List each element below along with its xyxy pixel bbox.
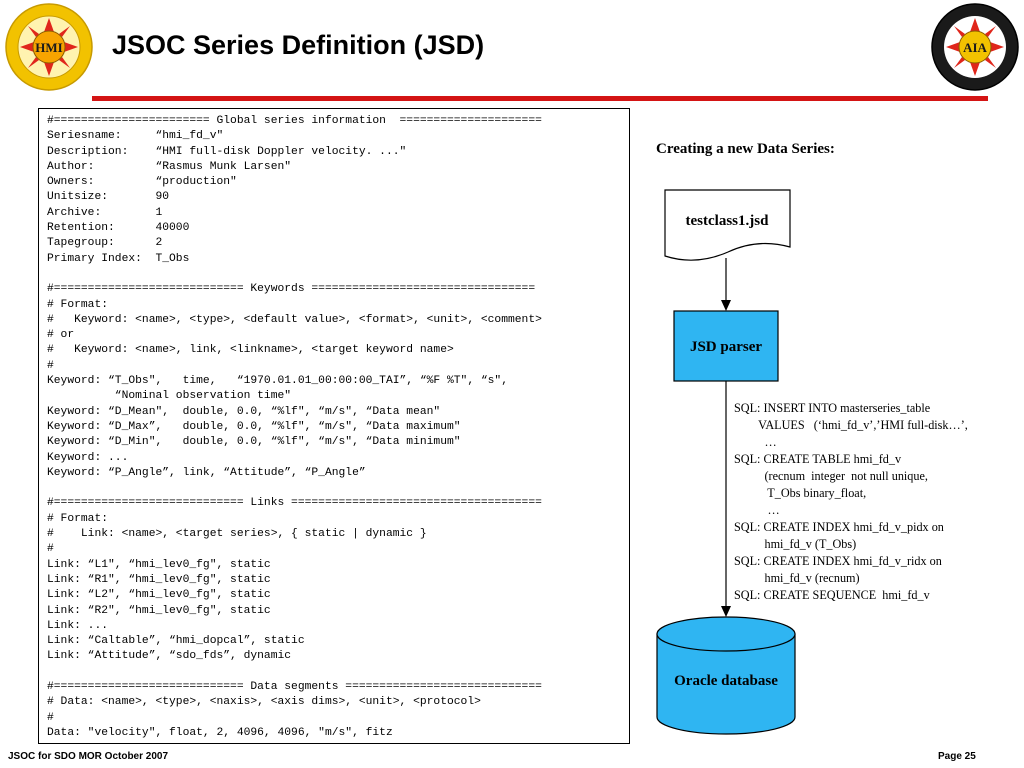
aia-logo-text: AIA: [963, 40, 987, 55]
code-line: #============================ Links ====…: [47, 497, 542, 510]
file-node-shape: [664, 189, 791, 261]
sql-line: VALUES (‘hmi_fd_v’,’HMI full-disk…’,: [734, 418, 968, 432]
code-line: #: [47, 359, 54, 372]
code-line: Owners: “production": [47, 176, 237, 189]
arrow-file-to-parser-head: [721, 300, 731, 311]
sql-line: SQL: CREATE INDEX hmi_fd_v_ridx on: [734, 554, 942, 568]
code-line: Archive: 1: [47, 206, 163, 219]
parser-node-shape: [673, 310, 779, 382]
code-line: Link: “R2", “hmi_lev0_fg", static: [47, 604, 271, 617]
code-line: [47, 267, 542, 282]
slide-title: JSOC Series Definition (JSD): [112, 30, 485, 60]
database-node-shape: [656, 633, 796, 735]
flow-diagram: testclass1.jsd JSD parser Oracle databas…: [656, 189, 796, 735]
code-line: Keyword: “D_Mean", double, 0.0, “%lf", “…: [47, 405, 441, 418]
code-line: “Nominal observation time": [47, 390, 292, 403]
code-line: Data: "velocity", float, 2, 4096, 4096, …: [47, 726, 393, 739]
sql-line: (recnum integer not null unique,: [734, 469, 928, 483]
code-line: Tapegroup: 2: [47, 237, 163, 250]
database-node-top: [656, 616, 796, 652]
parser-node-label: JSD parser: [690, 339, 762, 355]
code-line: # Format:: [47, 512, 109, 525]
hmi-logo: HMI: [5, 3, 93, 91]
code-line: #======================= Global series i…: [47, 115, 542, 127]
sql-line: SQL: CREATE SEQUENCE hmi_fd_v: [734, 588, 930, 602]
sql-line: T_Obs binary_float,: [734, 486, 867, 500]
footer-left: JSOC for SDO MOR October 2007: [8, 751, 169, 762]
jsd-code-listing: #======================= Global series i…: [47, 114, 542, 741]
code-line: # Data: <name>, <type>, <naxis>, <axis d…: [47, 696, 481, 709]
footer-page-number: Page 25: [938, 751, 976, 762]
flow-heading: Creating a new Data Series:: [656, 141, 835, 157]
code-line: #: [47, 711, 54, 724]
code-line: Seriesname: “hmi_fd_v": [47, 130, 224, 143]
jsd-code-panel: #======================= Global series i…: [38, 108, 630, 744]
code-line: Link: “L2", “hmi_lev0_fg", static: [47, 589, 271, 602]
code-line: # Keyword: <name>, link, <linkname>, <ta…: [47, 344, 454, 357]
code-line: Link: “Attitude”, “sdo_fds”, dynamic: [47, 650, 292, 663]
code-line: # Link: <name>, <target series>, { stati…: [47, 528, 427, 541]
sql-statements: SQL: INSERT INTO masterseries_table VALU…: [734, 400, 968, 604]
code-line: #============================ Keywords =…: [47, 283, 536, 296]
code-line: Primary Index: T_Obs: [47, 252, 190, 265]
code-line: Author: “Rasmus Munk Larsen": [47, 160, 292, 173]
code-line: Retention: 40000: [47, 222, 190, 235]
code-line: Keyword: “P_Angle”, link, “Attitude”, “P…: [47, 466, 366, 479]
code-line: Keyword: “D_Min", double, 0.0, “%lf", “m…: [47, 436, 461, 449]
hmi-logo-text: HMI: [35, 40, 62, 55]
code-line: Link: “L1", “hmi_lev0_fg", static: [47, 558, 271, 571]
code-line: Keyword: “T_Obs", time, “1970.01.01_00:0…: [47, 375, 508, 388]
code-line: #: [47, 543, 54, 556]
file-node-label: testclass1.jsd: [686, 213, 770, 229]
code-line: # or: [47, 329, 75, 342]
code-line: [47, 481, 542, 496]
title-divider: [92, 96, 988, 101]
sql-line: SQL: CREATE TABLE hmi_fd_v: [734, 452, 902, 466]
sql-line: …: [734, 435, 777, 449]
sql-line: hmi_fd_v (recnum): [734, 571, 860, 585]
code-line: #============================ Data segme…: [47, 680, 542, 693]
sql-line: SQL: CREATE INDEX hmi_fd_v_pidx on: [734, 520, 944, 534]
aia-logo: AIA: [931, 3, 1019, 91]
code-line: Keyword: ...: [47, 451, 129, 464]
database-node-label: Oracle database: [674, 673, 778, 689]
code-line: # Keyword: <name>, <type>, <default valu…: [47, 313, 542, 326]
sql-line: hmi_fd_v (T_Obs): [734, 537, 857, 551]
code-line: # Format:: [47, 298, 109, 311]
code-line: Unitsize: 90: [47, 191, 170, 204]
code-line: Link: “R1", “hmi_lev0_fg", static: [47, 573, 271, 586]
sql-line: …: [734, 503, 780, 517]
code-line: Description: “HMI full-disk Doppler velo…: [47, 145, 407, 158]
code-line: Link: ...: [47, 619, 109, 632]
arrow-parser-to-database-head: [721, 606, 731, 617]
sql-line: SQL: INSERT INTO masterseries_table: [734, 401, 931, 415]
code-line: Link: “Caltable”, “hmi_dopcal”, static: [47, 635, 305, 648]
code-line: [47, 665, 542, 680]
code-line: Keyword: “D_Max”, double, 0.0, “%lf", “m…: [47, 420, 461, 433]
